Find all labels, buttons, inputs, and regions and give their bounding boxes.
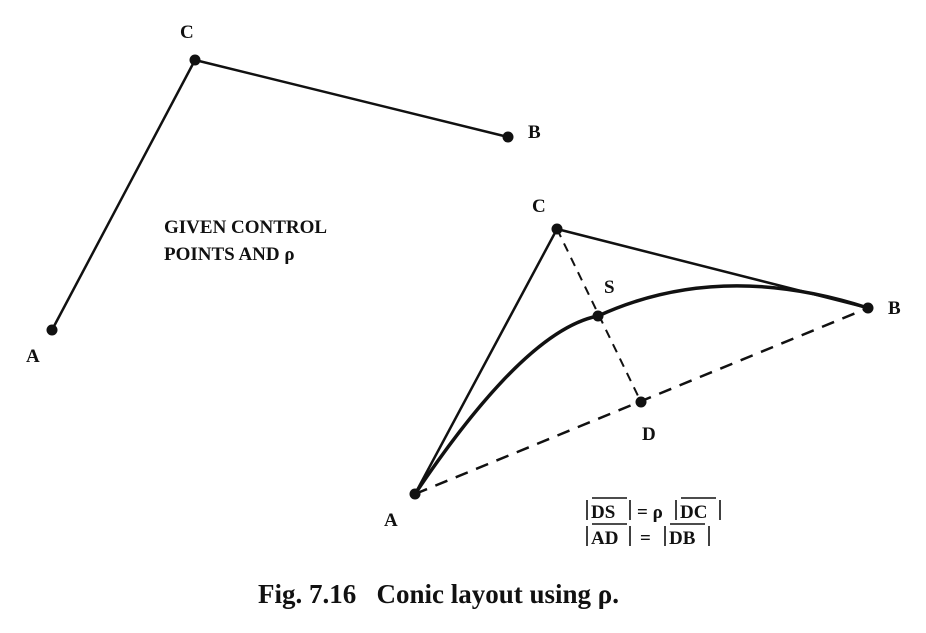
point-d [635, 396, 647, 408]
right-label-b: B [888, 298, 901, 319]
right-label-a: A [384, 510, 398, 531]
right-point-c [551, 223, 563, 235]
left-point-c [189, 54, 201, 66]
label-d: D [642, 424, 656, 445]
left-label-a: A [26, 346, 40, 367]
eq1-dc: DC [680, 502, 707, 523]
right-point-b [862, 302, 874, 314]
eq2-db: DB [669, 528, 696, 549]
right-segment-a-c [413, 228, 559, 495]
given-label-line1: GIVEN CONTROL [164, 217, 327, 238]
left-point-a [46, 324, 58, 336]
right-construction: A C B S D [384, 196, 901, 531]
eq2-ad: AD [591, 528, 618, 549]
left-point-b [502, 131, 514, 143]
left-label-b: B [528, 122, 541, 143]
conic-curve [413, 284, 869, 495]
right-label-c: C [532, 196, 546, 217]
left-segment-a-c [50, 59, 197, 331]
given-label-line2: POINTS AND ρ [164, 244, 295, 265]
figure-caption: Fig. 7.16 Conic layout using ρ. [258, 579, 619, 609]
equations: DS = ρ DC AD = DB [586, 497, 721, 549]
left-segment-c-b [194, 58, 509, 139]
eq1-ds: DS [591, 502, 615, 523]
point-s [592, 310, 604, 322]
label-s: S [604, 277, 615, 298]
eq1-equals-rho: = ρ [637, 502, 663, 523]
eq2-equals: = [640, 528, 651, 549]
right-point-a [409, 488, 421, 500]
left-control-polygon: A C B [26, 22, 541, 367]
left-label-c: C [180, 22, 194, 43]
